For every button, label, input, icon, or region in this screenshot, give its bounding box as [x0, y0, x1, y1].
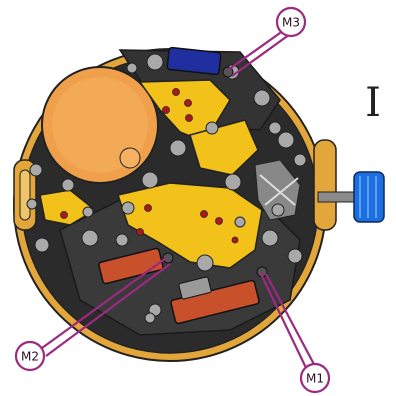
callout-m1[interactable]: M1	[301, 364, 329, 392]
coil-m3	[167, 47, 221, 74]
callout-m3[interactable]: M3	[277, 8, 305, 36]
battery	[42, 67, 158, 183]
callout-m2-label: M2	[21, 350, 39, 364]
section-label: I	[365, 80, 381, 126]
callout-m1-label: M1	[306, 372, 324, 386]
callout-m2[interactable]: M2	[16, 342, 44, 370]
callout-m3-label: M3	[282, 16, 300, 30]
